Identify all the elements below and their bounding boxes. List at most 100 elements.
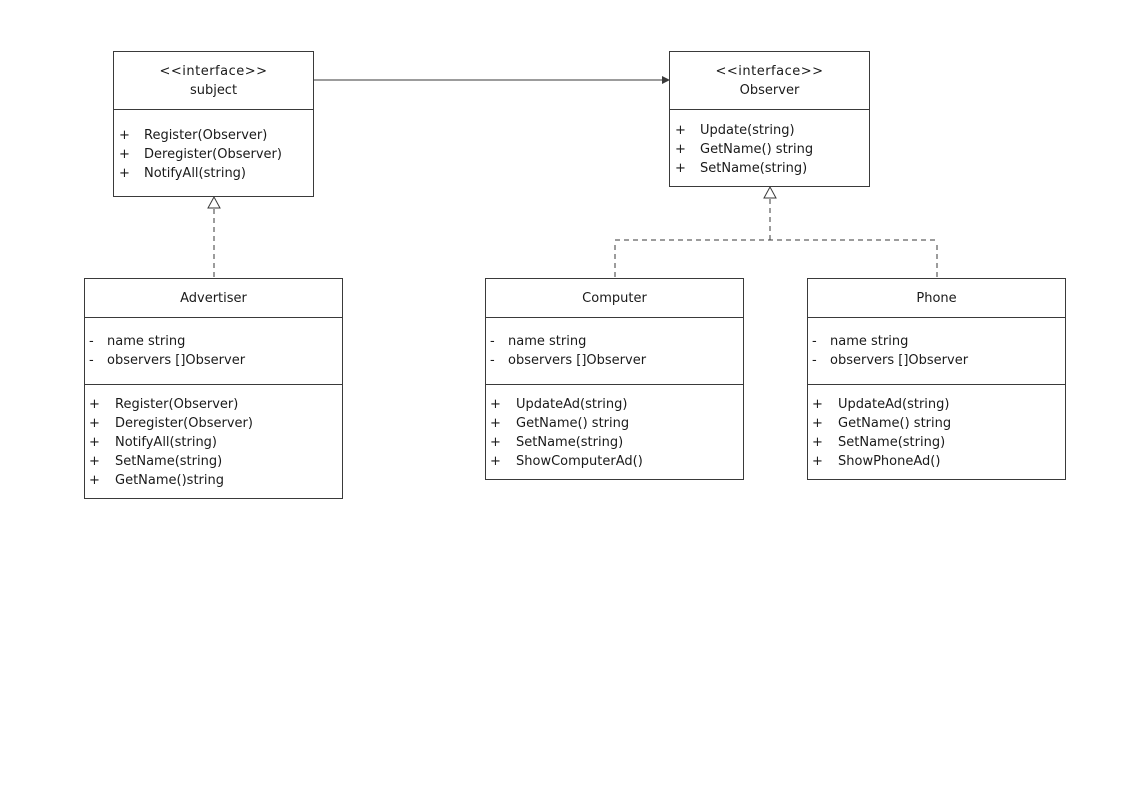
attribute-text: observers []Observer [508,353,647,368]
class-phone: Phone - name string - observers []Observ… [807,278,1066,480]
operation-row: + SetName(string) [490,433,743,452]
attributes-section: - name string - observers []Observer [808,318,1065,385]
operations-section: + Register(Observer) + Deregister(Observ… [114,110,313,183]
operation-text: UpdateAd(string) [516,397,628,412]
attribute-row: - name string [490,332,743,351]
operations-section: + UpdateAd(string) + GetName() string + … [486,385,743,471]
class-computer: Computer - name string - observers []Obs… [485,278,744,480]
attribute-text: name string [107,334,186,349]
attribute-text: observers []Observer [830,353,969,368]
class-header: Computer [486,279,743,318]
operation-row: + GetName() string [490,414,743,433]
visibility-marker: + [812,435,823,450]
operation-row: + SetName(string) [89,452,342,471]
operation-text: NotifyAll(string) [144,166,247,181]
operation-text: SetName(string) [516,435,624,450]
operations-section: + UpdateAd(string) + GetName() string + … [808,385,1065,471]
visibility-marker: + [119,166,130,181]
visibility-marker: + [119,147,130,162]
class-name: Observer [739,82,800,98]
operation-text: GetName() string [516,416,630,431]
operation-row: + Register(Observer) [89,395,342,414]
attributes-section: - name string - observers []Observer [85,318,342,385]
operation-text: Deregister(Observer) [144,147,282,162]
operation-text: ShowComputerAd() [516,454,643,469]
attribute-row: - name string [89,332,342,351]
visibility-marker: + [675,161,686,176]
visibility-marker: - [89,334,94,349]
visibility-marker: + [675,142,686,157]
attribute-row: - observers []Observer [490,351,743,370]
visibility-marker: - [490,353,495,368]
operation-row: + UpdateAd(string) [812,395,1065,414]
visibility-marker: + [89,416,100,431]
visibility-marker: + [490,397,501,412]
operations-section: + Register(Observer) + Deregister(Observ… [85,385,342,490]
visibility-marker: + [119,128,130,143]
attributes-section: - name string - observers []Observer [486,318,743,385]
operation-text: SetName(string) [700,161,808,176]
operation-row: + NotifyAll(string) [89,433,342,452]
operation-text: Register(Observer) [144,128,268,143]
visibility-marker: + [490,416,501,431]
class-advertiser: Advertiser - name string - observers []O… [84,278,343,499]
realization-computer-phone-to-observer [614,185,938,277]
class-stereotype: <<interface>> [159,63,268,79]
visibility-marker: + [490,454,501,469]
realization-advertiser-to-subject [207,195,221,277]
operation-row: + ShowComputerAd() [490,452,743,471]
visibility-marker: + [490,435,501,450]
class-subject: <<interface>> subject + Register(Observe… [113,51,314,197]
operation-row: + Deregister(Observer) [89,414,342,433]
attribute-text: name string [508,334,587,349]
visibility-marker: + [89,435,100,450]
operation-row: + NotifyAll(string) [119,164,313,183]
class-header: Phone [808,279,1065,318]
operation-row: + Update(string) [675,121,869,140]
class-name: Computer [582,290,647,306]
class-stereotype: <<interface>> [715,63,824,79]
operation-row: + SetName(string) [812,433,1065,452]
operation-text: SetName(string) [115,454,223,469]
operation-row: + SetName(string) [675,159,869,178]
visibility-marker: + [812,416,823,431]
visibility-marker: - [812,334,817,349]
operation-text: Register(Observer) [115,397,239,412]
operation-row: + GetName()string [89,471,342,490]
class-header: <<interface>> subject [114,52,313,110]
operation-row: + Deregister(Observer) [119,145,313,164]
operation-row: + GetName() string [675,140,869,159]
attribute-row: - observers []Observer [89,351,342,370]
visibility-marker: + [675,123,686,138]
class-header: <<interface>> Observer [670,52,869,110]
operation-row: + Register(Observer) [119,126,313,145]
operation-text: GetName() string [700,142,814,157]
visibility-marker: + [812,454,823,469]
class-observer: <<interface>> Observer + Update(string) … [669,51,870,187]
class-header: Advertiser [85,279,342,318]
operation-text: NotifyAll(string) [115,435,218,450]
operation-text: GetName() string [838,416,952,431]
visibility-marker: - [89,353,94,368]
class-name: Advertiser [180,290,247,306]
operation-text: Update(string) [700,123,795,138]
operation-row: + UpdateAd(string) [490,395,743,414]
attribute-text: observers []Observer [107,353,246,368]
operation-text: ShowPhoneAd() [838,454,941,469]
visibility-marker: - [490,334,495,349]
attribute-row: - observers []Observer [812,351,1065,370]
visibility-marker: + [89,397,100,412]
attribute-row: - name string [812,332,1065,351]
class-name: Phone [916,290,957,306]
visibility-marker: + [89,473,100,488]
operation-text: SetName(string) [838,435,946,450]
operation-text: Deregister(Observer) [115,416,253,431]
operation-text: UpdateAd(string) [838,397,950,412]
operation-row: + ShowPhoneAd() [812,452,1065,471]
visibility-marker: + [89,454,100,469]
visibility-marker: + [812,397,823,412]
operation-row: + GetName() string [812,414,1065,433]
operations-section: + Update(string) + GetName() string + Se… [670,110,869,178]
attribute-text: name string [830,334,909,349]
